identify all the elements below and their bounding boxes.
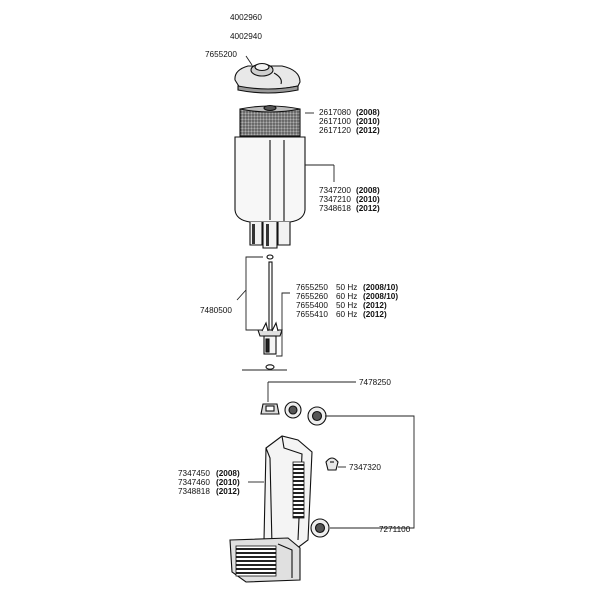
label-7655410: 7655410 [296, 310, 328, 319]
label-7347450: 7347450 [178, 469, 210, 478]
label-7478250: 7478250 [359, 378, 391, 387]
label-7655400-hz: 50 Hz [336, 301, 357, 310]
label-7655250-year: (2008/10) [363, 283, 398, 292]
label-7655260: 7655260 [296, 292, 328, 301]
label-7655260-hz: 60 Hz [336, 292, 357, 301]
label-2617120-year: (2012) [356, 126, 380, 135]
label-7348818-year: (2012) [216, 487, 240, 496]
label-7348618: 7348618 [319, 204, 351, 213]
label-4002960: 4002960 [230, 13, 262, 22]
label-2617100-year: (2010) [356, 117, 380, 126]
foam-cartridge [239, 104, 301, 137]
label-2617080-year: (2008) [356, 108, 380, 117]
suction-cup-3 [310, 518, 330, 538]
label-7655400: 7655400 [296, 301, 328, 310]
label-7348618-year: (2012) [356, 204, 380, 213]
clip-part [325, 457, 339, 471]
axle-part [266, 254, 274, 331]
label-2617120: 2617120 [319, 126, 351, 135]
label-7655200: 7655200 [205, 50, 237, 59]
nozzle-part [260, 403, 280, 415]
label-7348818: 7348818 [178, 487, 210, 496]
leader-lines [236, 55, 415, 529]
label-7347210-year: (2010) [356, 195, 380, 204]
filter-housing [234, 136, 306, 249]
label-7347450-year: (2008) [216, 469, 240, 478]
label-7655260-year: (2008/10) [363, 292, 398, 301]
label-7655400-year: (2012) [363, 301, 387, 310]
label-7480500: 7480500 [200, 306, 232, 315]
label-2617080: 2617080 [319, 108, 351, 117]
motor-unit [229, 435, 313, 583]
label-4002940: 4002940 [230, 32, 262, 41]
label-7271100: 7271100 [379, 525, 411, 534]
label-7347200: 7347200 [319, 186, 351, 195]
impeller-part [257, 321, 283, 370]
label-7655410-hz: 60 Hz [336, 310, 357, 319]
label-2617100: 2617100 [319, 117, 351, 126]
suction-cup-1 [284, 401, 302, 419]
label-7347210: 7347210 [319, 195, 351, 204]
label-7655250: 7655250 [296, 283, 328, 292]
suction-cup-2 [307, 406, 327, 426]
label-7347320: 7347320 [349, 463, 381, 472]
label-7655250-hz: 50 Hz [336, 283, 357, 292]
label-7347200-year: (2008) [356, 186, 380, 195]
lid-part [234, 62, 301, 94]
label-7347460-year: (2010) [216, 478, 240, 487]
label-7347460: 7347460 [178, 478, 210, 487]
label-7655410-year: (2012) [363, 310, 387, 319]
